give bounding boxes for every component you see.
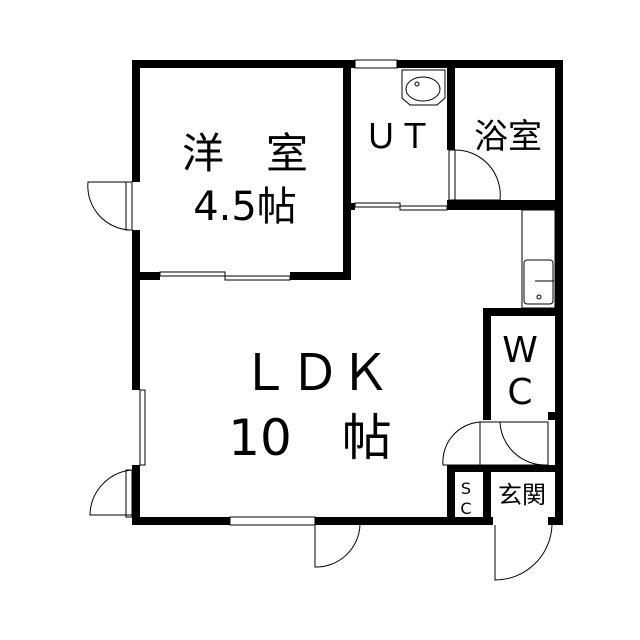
windows bbox=[139, 59, 448, 526]
wc-label-c: C bbox=[507, 372, 532, 413]
washbasin-icon bbox=[401, 69, 446, 106]
kitchen-counter bbox=[521, 209, 556, 309]
western-room-label: 洋 室 bbox=[182, 129, 308, 178]
storage-label-c: C bbox=[460, 499, 471, 518]
sink-icon bbox=[523, 259, 554, 305]
fixtures bbox=[401, 69, 556, 309]
ldk-size: 10 帖 bbox=[228, 409, 392, 467]
bathroom-label: 浴室 bbox=[474, 117, 542, 157]
western-room-size: 4.5帖 bbox=[193, 184, 297, 230]
storage-label-s: S bbox=[461, 479, 471, 498]
entrance-label: 玄関 bbox=[498, 481, 546, 509]
utility-label: ＵＴ bbox=[364, 117, 432, 157]
walls bbox=[132, 60, 563, 525]
ldk-label: ＬＤＫ bbox=[240, 344, 390, 402]
wc-label-w: W bbox=[502, 330, 538, 371]
doors bbox=[87, 149, 553, 581]
